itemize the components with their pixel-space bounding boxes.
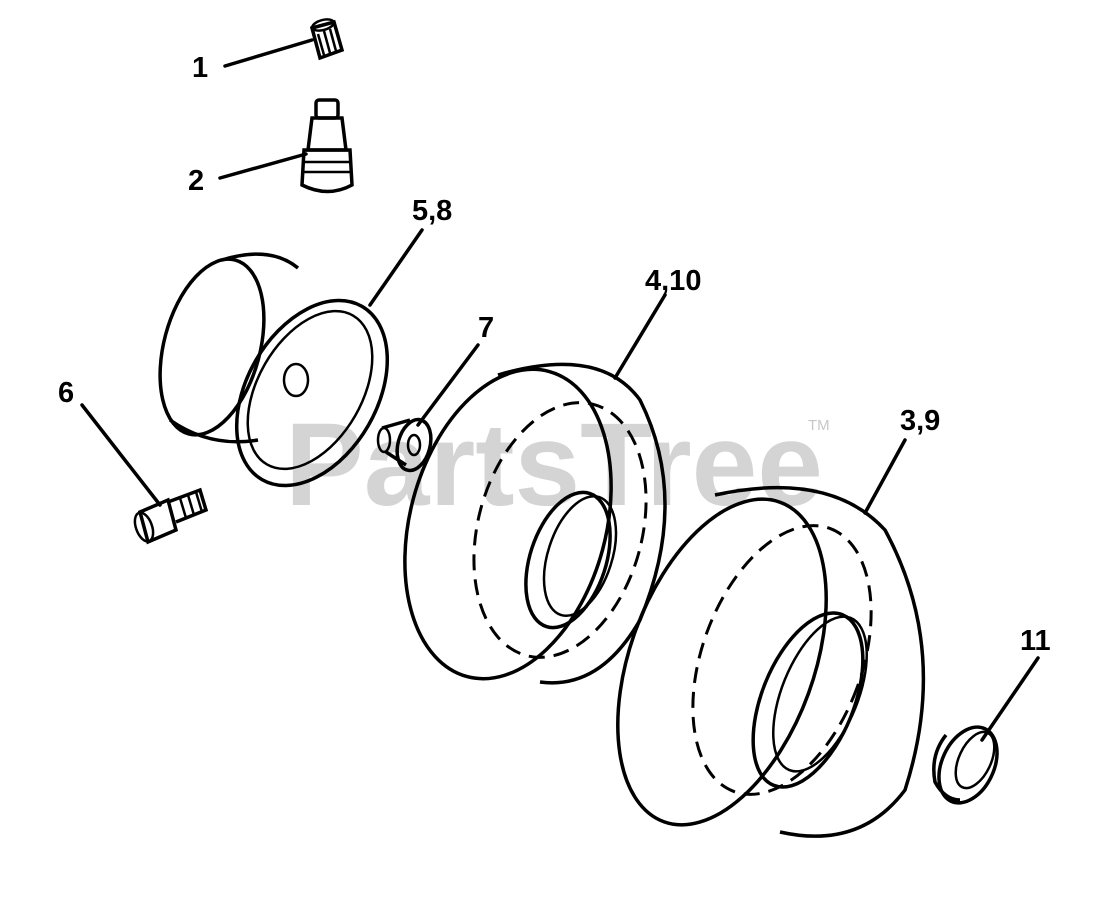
hub-cap-part[interactable] bbox=[928, 718, 1009, 812]
watermark-text: PartsTree bbox=[285, 399, 823, 531]
leader-line-39 bbox=[863, 438, 907, 515]
leader-line-58 bbox=[368, 228, 424, 307]
rear-tire-part[interactable] bbox=[577, 471, 926, 853]
leader-line-11 bbox=[980, 656, 1040, 742]
valve-stem-part[interactable] bbox=[300, 98, 354, 194]
leader-line-7 bbox=[416, 343, 480, 427]
callout-label-1[interactable]: 1 bbox=[192, 52, 208, 84]
leader-line-410 bbox=[613, 293, 667, 380]
callout-label-2[interactable]: 2 bbox=[188, 165, 204, 197]
callout-label-58[interactable]: 5,8 bbox=[412, 195, 452, 227]
callout-label-7[interactable]: 7 bbox=[478, 312, 494, 344]
callout-label-11[interactable]: 11 bbox=[1020, 625, 1051, 657]
callout-label-39[interactable]: 3,9 bbox=[900, 405, 940, 437]
callout-label-6[interactable]: 6 bbox=[58, 377, 74, 409]
wheel-rim-part[interactable] bbox=[142, 248, 418, 512]
bolt-part[interactable] bbox=[131, 487, 209, 545]
leader-line-1 bbox=[223, 38, 314, 68]
front-tire-part[interactable] bbox=[372, 346, 672, 702]
leader-line-6 bbox=[80, 403, 162, 507]
watermark-trademark: TM bbox=[808, 417, 830, 434]
callout-label-410[interactable]: 4,10 bbox=[645, 265, 701, 297]
valve-cap-part[interactable] bbox=[309, 17, 345, 61]
leader-line-2 bbox=[218, 152, 308, 180]
